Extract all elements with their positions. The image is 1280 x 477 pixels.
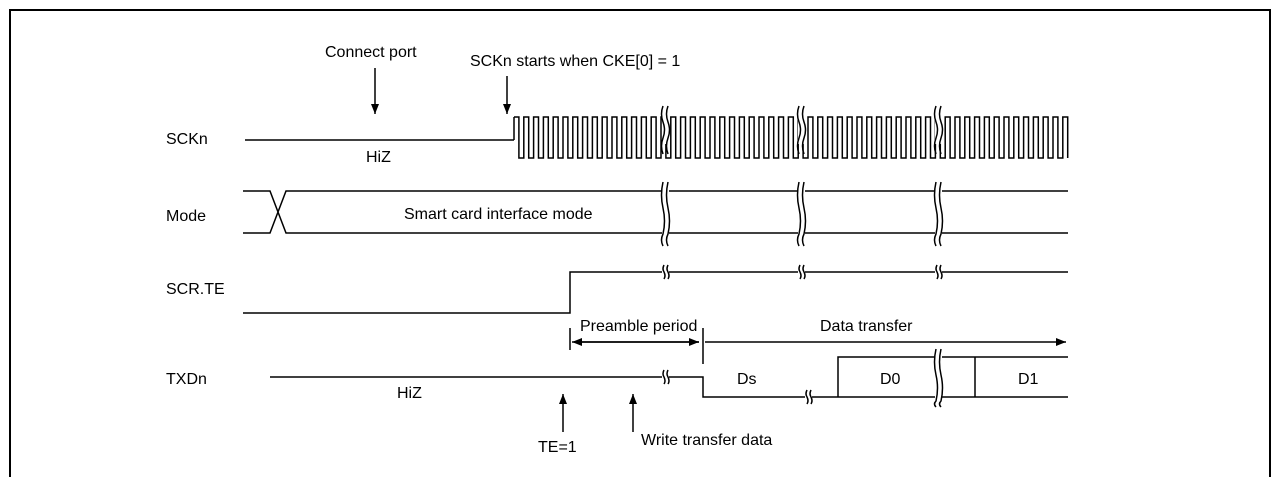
sck-start-label: SCKn starts when CKE[0] = 1 (470, 53, 680, 70)
scr-te-label: SCR.TE (166, 281, 225, 298)
txd-field-d1: D1 (1018, 371, 1039, 388)
preamble-label: Preamble period (580, 318, 697, 335)
sckn-label: SCKn (166, 131, 208, 148)
txdn-waveform (270, 356, 1068, 398)
sckn-clock-waveform (514, 116, 1069, 159)
scr-te-waveform (243, 271, 1068, 314)
mode-waveform (243, 190, 1068, 234)
diagram-frame (9, 9, 1271, 477)
break-marks (660, 105, 944, 408)
sckn-hiz-label: HiZ (366, 149, 391, 166)
data-transfer-label: Data transfer (820, 318, 913, 335)
txdn-hiz-label: HiZ (397, 385, 422, 402)
mode-value: Smart card interface mode (404, 206, 593, 223)
txdn-label: TXDn (166, 371, 207, 388)
txd-field-ds: Ds (737, 371, 757, 388)
mode-label: Mode (166, 208, 206, 225)
write-data-label: Write transfer data (641, 432, 772, 449)
txd-field-d0: D0 (880, 371, 901, 388)
connect-port-label: Connect port (325, 44, 417, 61)
te-1-label: TE=1 (538, 439, 577, 456)
